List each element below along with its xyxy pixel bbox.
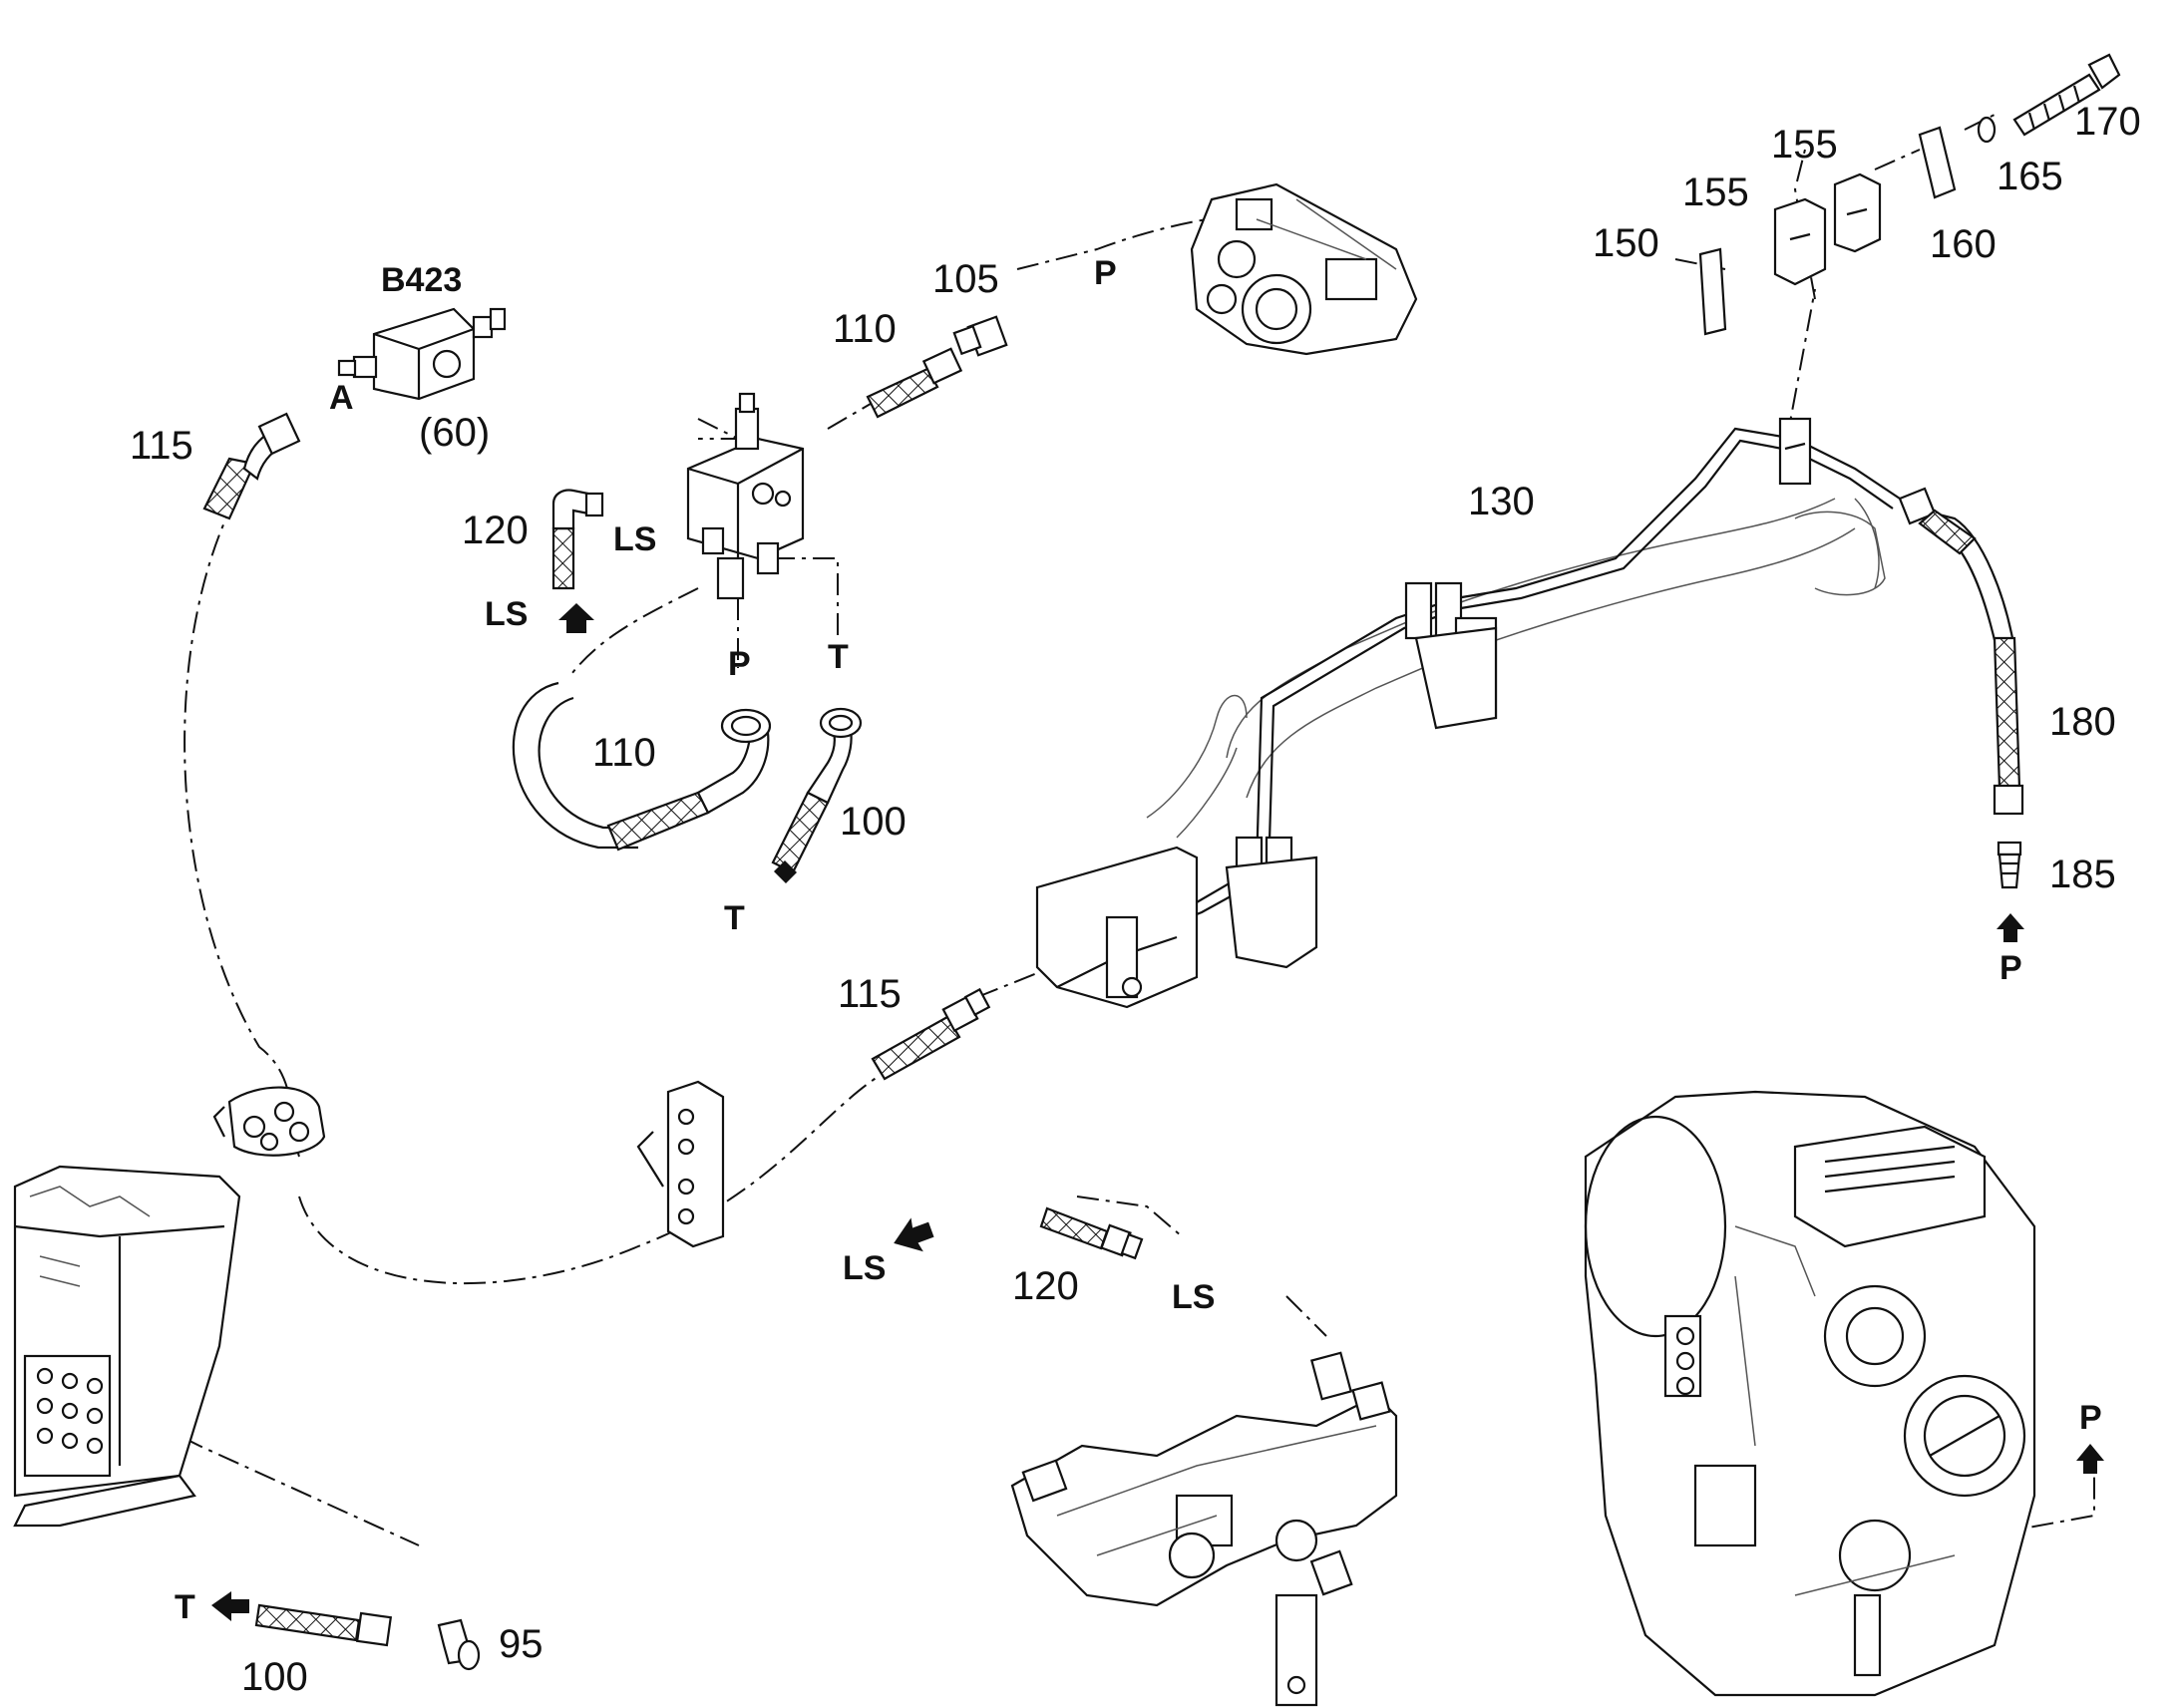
label-150: 150 [1593, 221, 1659, 265]
flow-arrows [211, 603, 2104, 1621]
label-180: 180 [2049, 700, 2116, 744]
port-p-gearbox: P [2079, 1399, 2102, 1437]
fitting-105 [952, 315, 1008, 357]
hub-clamp [212, 1086, 326, 1157]
vertical-bracket [636, 1080, 725, 1248]
elbow-120-top [551, 489, 604, 590]
label-120-bottom: 120 [1012, 1264, 1079, 1308]
port-t-bottom: T [175, 1588, 195, 1626]
clamp-stack [1698, 53, 2121, 336]
port-ls-arrow: LS [485, 595, 528, 633]
port-labels: A P LS LS P T T P LS LS P T [175, 254, 2102, 1626]
label-115-top: 115 [130, 424, 193, 468]
hose-180 [1898, 487, 2024, 816]
port-ls-top: LS [613, 520, 656, 558]
port-ls-left: LS [843, 1249, 886, 1287]
mount-plate [1035, 846, 1199, 1009]
port-p-right: P [1999, 949, 2022, 987]
frame-ghost [1146, 498, 1856, 839]
sensor-b423 [337, 307, 507, 401]
hose-110-u [512, 681, 772, 852]
port-ls-right: LS [1172, 1278, 1215, 1316]
p-up-arrow-gearbox [2076, 1444, 2104, 1474]
transmission-assembly [1584, 1090, 2036, 1697]
part-number-labels: B423 (60) 115 120 110 105 110 100 130 15… [130, 100, 2141, 1699]
hose-100-bottom [254, 1603, 393, 1647]
label-120-top: 120 [462, 509, 529, 552]
p-up-arrow-right [1997, 913, 2024, 942]
bracket-clamps-lower [1225, 836, 1318, 969]
label-95: 95 [499, 1622, 544, 1666]
label-100-valve: 100 [840, 800, 907, 844]
port-a: A [329, 379, 354, 417]
label-60: (60) [419, 411, 490, 455]
label-155-lower: 155 [1682, 171, 1749, 214]
hose-115-center [871, 987, 991, 1081]
bracket-clamps-upper [1404, 581, 1498, 730]
hose-100-valve [771, 707, 863, 874]
label-105: 105 [932, 257, 999, 301]
port-t-valve: T [828, 638, 849, 676]
frame-right-ghost [1794, 498, 1886, 596]
label-130: 130 [1468, 480, 1535, 523]
label-155-upper: 155 [1771, 123, 1838, 167]
label-115-center: 115 [838, 972, 902, 1016]
distributor-valve [1010, 1351, 1398, 1707]
hose-120-bottom [1039, 1206, 1144, 1260]
label-185: 185 [2049, 853, 2116, 896]
label-110-top: 110 [833, 307, 897, 351]
pipe-clamp-top [1778, 417, 1812, 486]
label-170: 170 [2074, 100, 2141, 144]
hydraulic-tank [13, 1165, 241, 1528]
port-t-out: T [724, 899, 745, 937]
hose-110-top [866, 347, 963, 419]
t-down-left-arrow [753, 860, 797, 892]
label-110-u: 110 [592, 731, 656, 775]
port-p-top: P [1094, 254, 1117, 292]
label-b423: B423 [381, 261, 462, 299]
valve-block [686, 392, 805, 600]
elbow-95 [437, 1618, 481, 1671]
t-left-arrow [211, 1591, 249, 1621]
label-100-bottom: 100 [241, 1655, 308, 1699]
control-valve-assembly [1190, 182, 1418, 356]
port-p-valve: P [728, 645, 751, 683]
fitting-185 [1997, 841, 2022, 889]
ls-left-arrow [894, 1217, 934, 1252]
label-160: 160 [1930, 222, 1997, 266]
label-165: 165 [1997, 155, 2063, 198]
ls-up-arrow [558, 603, 594, 633]
hose-115-top [202, 412, 301, 520]
